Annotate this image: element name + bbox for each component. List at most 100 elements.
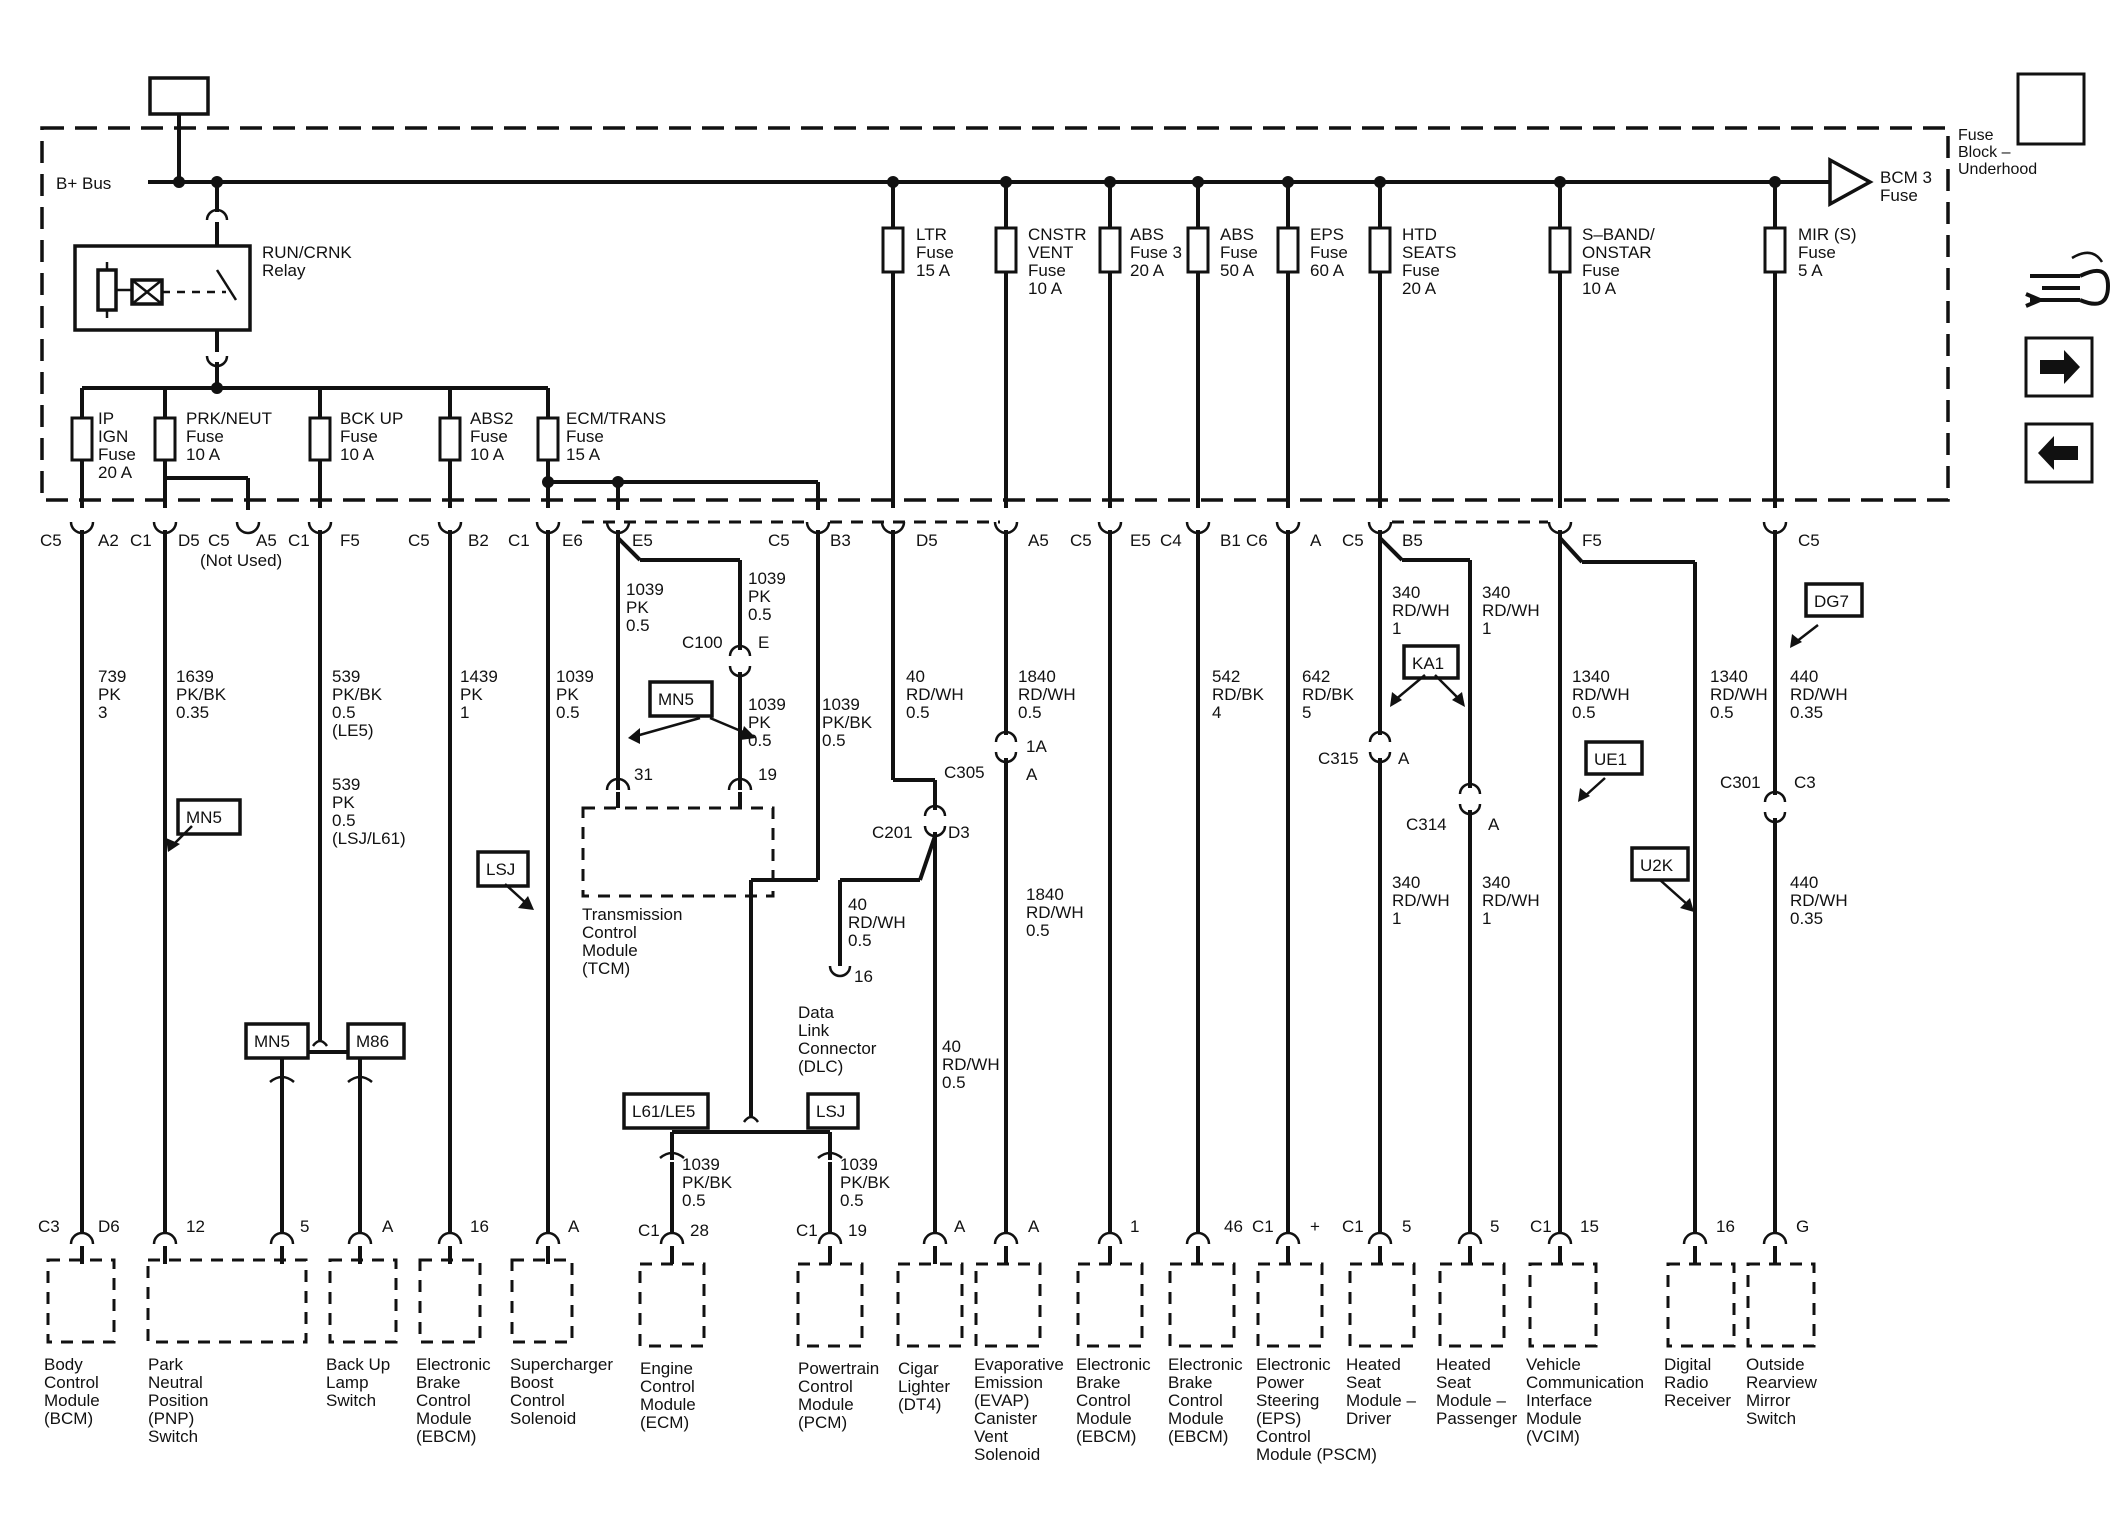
component-label: Radio [1664, 1373, 1708, 1392]
component-box [638, 1262, 706, 1348]
component-label: Rearview [1746, 1373, 1818, 1392]
wiring-harness-icon[interactable] [2025, 251, 2111, 308]
component-label: Connector [798, 1039, 877, 1058]
fuse-label: EPS [1310, 225, 1344, 244]
option-tag-box [806, 1092, 860, 1130]
component-label: (BCM) [44, 1409, 93, 1428]
wire-label: 0.5 [906, 703, 930, 722]
component-label: Control [1076, 1391, 1131, 1410]
component-label: Back Up [326, 1355, 390, 1374]
wire-label: 0.5 [1572, 703, 1596, 722]
wire-label: 1039 [840, 1155, 878, 1174]
component-label: Module [1076, 1409, 1132, 1428]
fuse-label: 10 A [470, 445, 505, 464]
component-pin-symbol [659, 1231, 685, 1245]
wire-label: 1039 [748, 695, 786, 714]
component-pin-symbol [437, 1231, 463, 1245]
connector-label: C5 [1342, 531, 1364, 550]
fuse-label: PRK/NEUT [186, 409, 272, 428]
low-fuses [70, 388, 820, 510]
component-label: Module [1526, 1409, 1582, 1428]
option-split-backup [262, 1039, 373, 1232]
fuse-label: 10 A [1028, 279, 1063, 298]
component-label: (ECM) [640, 1413, 689, 1432]
wire-label: 1 [1392, 619, 1401, 638]
connector-label: E5 [632, 531, 653, 550]
wire-label: 1039 [626, 580, 664, 599]
connector-label: B5 [1402, 531, 1423, 550]
wire-label: 0.5 [1710, 703, 1734, 722]
inline-connector-symbol [923, 804, 947, 817]
connector-label: A [1398, 749, 1410, 768]
fuse-label: 50 A [1220, 261, 1255, 280]
dlc-pin-symbol [828, 965, 852, 978]
component-label: Cigar [898, 1359, 939, 1378]
connector-symbol [235, 521, 261, 535]
wire-label: 0.5 [840, 1191, 864, 1210]
component-box [328, 1258, 398, 1344]
component-pin-symbol [1185, 1231, 1211, 1245]
bus-label: B+ Bus [56, 174, 111, 193]
component-label: Emission [974, 1373, 1043, 1392]
component-label: (EPS) [1256, 1409, 1301, 1428]
wire-label: PK/BK [822, 713, 873, 732]
connector-label: C314 [1406, 815, 1447, 834]
fuse-label: 20 A [98, 463, 133, 482]
fuse-label: Fuse [186, 427, 224, 446]
connector-label: F5 [1582, 531, 1602, 550]
wire-label: 440 [1790, 873, 1818, 892]
connector-label: C1 [288, 531, 310, 550]
pin-label: A [382, 1217, 394, 1236]
fuse-label: VENT [1028, 243, 1073, 262]
wire-label: RD/BK [1212, 685, 1265, 704]
wire-label: (LSJ/L61) [332, 829, 406, 848]
wire-label: RD/WH [1018, 685, 1076, 704]
component-label: Vehicle [1526, 1355, 1581, 1374]
pin-label: 46 [1224, 1217, 1243, 1236]
component-box [796, 1262, 864, 1348]
connector-label: B3 [830, 531, 851, 550]
component-pin-symbol [1367, 1231, 1393, 1245]
wire-label: 0.5 [332, 811, 356, 830]
component-label: Electronic [1076, 1355, 1151, 1374]
component-label: (EBCM) [1076, 1427, 1136, 1446]
component-label: (VCIM) [1526, 1427, 1580, 1446]
arrow-left-icon[interactable] [2024, 422, 2094, 484]
component-box [1666, 1262, 1736, 1348]
wire-label: RD/WH [1790, 685, 1848, 704]
component-label: (PNP) [148, 1409, 194, 1428]
inline-connector-symbol [994, 751, 1018, 764]
option-tag: LSJ [486, 860, 515, 879]
pin-label: 19 [848, 1221, 867, 1240]
component-label: Electronic [416, 1355, 491, 1374]
connector-label: A [1310, 531, 1322, 550]
component-label: Control [416, 1391, 471, 1410]
option-tag-box [1804, 582, 1864, 618]
option-tag-box [648, 680, 714, 718]
wire-label: 1 [1482, 619, 1491, 638]
wire-label: 5 [1302, 703, 1311, 722]
wire-label: 1039 [682, 1155, 720, 1174]
connector-label: A2 [98, 531, 119, 550]
wire-label: 0.5 [848, 931, 872, 950]
inline-connector-symbol [923, 825, 947, 838]
component-label: Module (PSCM) [1256, 1445, 1377, 1464]
inline-connector-symbol [1458, 782, 1482, 795]
fuse-label: MIR (S) [1798, 225, 1857, 244]
pin-label: C1 [1252, 1217, 1274, 1236]
component-label: Switch [148, 1427, 198, 1446]
loc-badge[interactable] [2016, 72, 2086, 146]
fuse-label: S–BAND/ [1582, 225, 1655, 244]
component-label: Control [510, 1391, 565, 1410]
component-box [1076, 1262, 1144, 1348]
inline-connector-symbol [1368, 730, 1392, 743]
option-tag: U2K [1640, 856, 1674, 875]
inline-connector-symbol [728, 644, 752, 657]
tcm-pin-symbol [727, 777, 753, 791]
pin-label: 5 [1402, 1217, 1411, 1236]
arrow-right-icon[interactable] [2024, 336, 2094, 398]
component-pin-symbol [1762, 1231, 1788, 1245]
wire-label: PK [556, 685, 579, 704]
fuse-label: CNSTR [1028, 225, 1087, 244]
wire-label: RD/BK [1302, 685, 1355, 704]
